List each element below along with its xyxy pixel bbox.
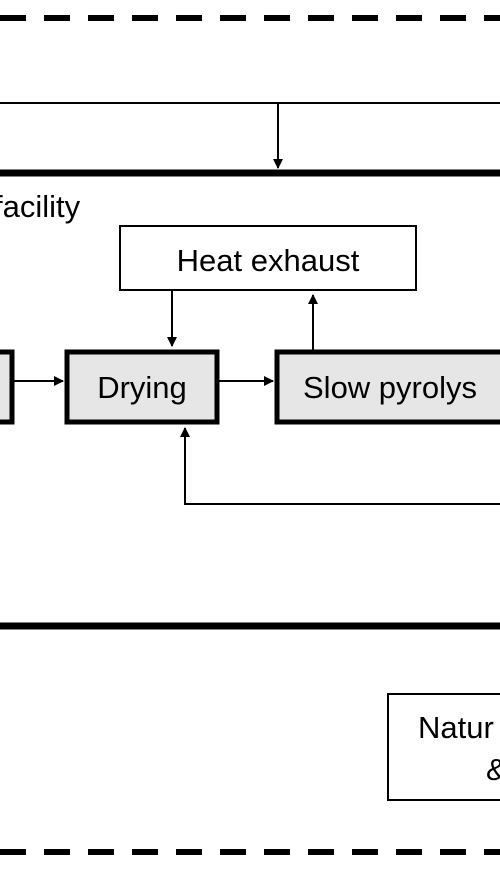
slow-pyrolysis-box [274,349,500,425]
slow-pyrolysis-label: Slow pyrolys [303,370,477,405]
natural-label-line2: & [486,752,500,787]
natural-label-line1: Natur [418,710,494,745]
recycle-line [180,427,500,505]
drying-label: Drying [97,370,187,405]
section-label: facility [0,189,81,224]
heat-exhaust-box [119,225,417,291]
drying-box [64,349,220,425]
natural-box [387,693,500,801]
heat-exhaust-label: Heat exhaust [177,243,360,278]
previous-process-box [0,349,15,425]
